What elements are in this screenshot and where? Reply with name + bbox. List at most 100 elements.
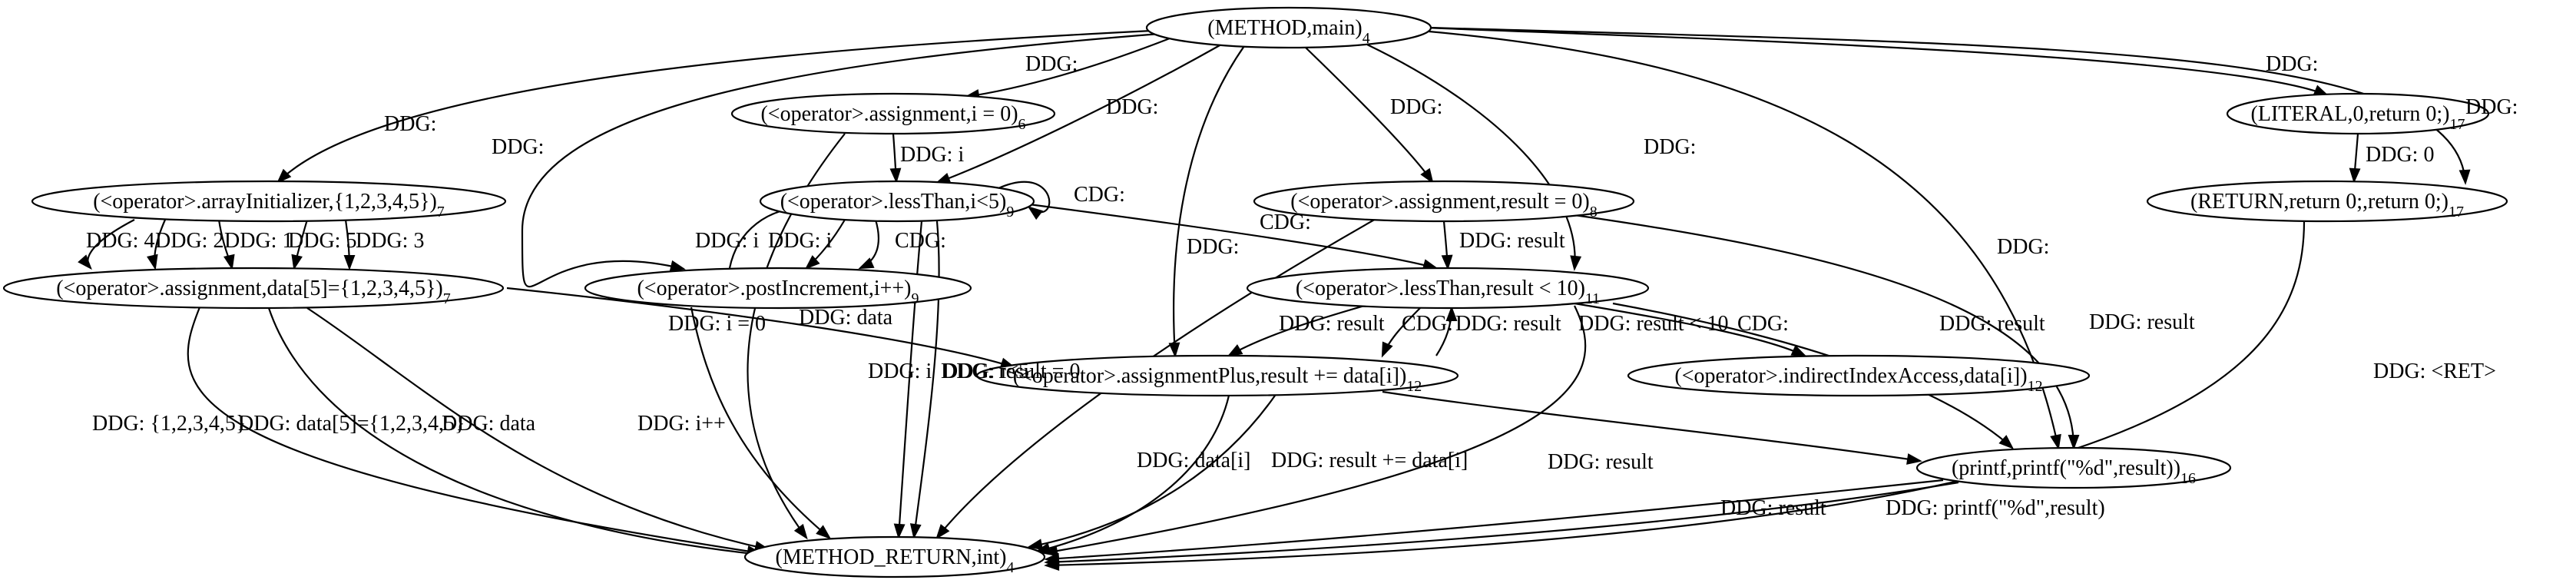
node-main: (METHOD,main)4 [1145,6,1432,49]
edge-label: DDG: result [1279,312,1385,336]
edge-arrowhead [1998,435,2015,449]
edge-label: DDG: i [768,229,832,253]
edge-label: DDG: result < 10 [1578,312,1728,336]
edge-lessthan_i-to-method_return [897,220,923,538]
node-label-text: (<operator>.assignment,result = 0) [1290,190,1590,214]
edge-main-to-assign_i [965,37,1170,98]
edge-label: DDG: [1187,235,1239,259]
node-method_return: (METHOD_RETURN,int)4 [743,535,1046,578]
edge-assign_data-to-method_return [187,307,761,555]
edge-arrowhead [804,255,820,270]
edge-label: DDG: [1390,95,1442,119]
edge-label: DDG: [1997,235,2049,259]
node-label-text: (printf,printf("%d",result)) [1952,456,2180,480]
edge-label: CDG: [1737,312,1789,336]
edge-arrowhead [816,525,832,539]
edge-printf-to-method_return [1045,481,1959,564]
edge-label: DDG: result += data[i] [1271,449,1468,472]
edge-main-to-assignplus [1173,45,1245,356]
edge-label: DDG: <RET> [2373,360,2496,383]
edge-postinc-to-method_return [690,307,830,539]
edge-label: DDG: [2465,95,2518,119]
edge-label: DDG: 3 [356,229,424,253]
edge-label: DDG: result [1939,312,2045,336]
edge-arrowhead [2458,169,2471,185]
edge-label: CDG: [1402,312,1453,336]
edge-label: DDG: i = 0 [668,312,766,336]
edge-label: CDG: [895,229,946,253]
node-ellipse [1915,446,2232,489]
edge-arrowhead [889,167,902,184]
edge-label: DDG: i [695,229,759,253]
edge-arrowhead [2068,435,2080,450]
edge-assignplus-to-printf [1382,390,1921,462]
edge-arrowhead [858,257,875,270]
node-label: (printf,printf("%d",result))16 [1952,456,2196,487]
edge-assign_data-to-method_return [306,307,769,551]
node-ellipse [1246,267,1650,310]
edge-printf-to-method_return [1045,479,1944,561]
edge-arrowhead [1790,345,1807,357]
node-label-text: (<operator>.postIncrement,i++) [637,277,911,300]
edge-lessthan_r-to-assignplus [1228,303,1368,356]
node-label-text: (RETURN,return 0;,return 0;) [2190,190,2449,214]
edge-label: DDG: 0 [2366,143,2434,167]
edge-label: DDG: [1025,52,1078,76]
edge-label: DDG: i++ [637,412,726,436]
edge-arrowhead [291,254,303,270]
edge-arrowhead [935,524,950,540]
edge-arrowhead [1227,344,1243,357]
edge-arrowhead [1441,254,1453,270]
edge-label: DDG: 4 [86,229,154,253]
edge-assign_i-to-method_return [747,133,846,539]
node-ellipse [743,535,1046,578]
node-arrayinit: (<operator>.arrayInitializer,{1,2,3,4,5}… [31,180,507,223]
edge-arrowhead [2050,433,2061,450]
edge-arrowhead [343,255,356,270]
edge-label: DDG: result [1459,229,1565,253]
edge-main-to-arrayinit [277,29,1153,183]
edge-main-to-printf [1420,29,2060,449]
edge-arrowhead [1420,167,1434,184]
edge-label: DDG: data[5]={1,2,3,4,5} [238,412,465,436]
edge-label: DDG: [2266,52,2318,76]
node-ellipse [31,180,507,223]
node-ellipse [1145,6,1432,49]
node-ellipse [2146,180,2508,223]
node-ret: (RETURN,return 0;,return 0;)17 [2146,180,2508,223]
edge-lessthan_r-to-indirect [1574,302,1806,356]
edge-labels-layer: DDG: DDG: DDG: DDG: DDG: DDG: DDG: DDG: … [86,52,2518,520]
edge-label: DDG: i<5 [942,360,1029,383]
edge-assign_result-to-method_return [936,214,1383,539]
node-label-text: (LITERAL,0,return 0;) [2251,102,2450,126]
edge-arrowhead [1906,453,1922,465]
node-label-text: (<operator>.indirectIndexAccess,data[i]) [1674,364,2027,388]
nodes-layer: (METHOD,main)4 (<operator>.assignment,i =… [2,6,2508,578]
node-indirect: (<operator>.indirectIndexAccess,data[i])… [1627,354,2091,397]
node-label: (<operator>.postIncrement,i++)9 [637,277,919,307]
edge-assignplus-to-method_return [1028,395,1276,549]
node-label: (<operator>.assignment,i = 0)6 [760,102,1025,133]
edge-lessthan_i-to-lessthan_r [1028,203,1437,270]
edge-assign_result-to-printf [1574,214,2075,449]
edge-arrowhead [1445,306,1458,321]
edge-label: DDG: data[i] [1137,449,1251,472]
edge-arrowhead [1027,539,1044,550]
edge-main-to-postinc [521,32,1161,288]
edge-arrowhead [78,254,92,270]
node-assignplus: (<operator>.assignmentPlus,result += dat… [975,354,1459,397]
node-line-number: 8 [1590,204,1598,220]
node-label-text: (METHOD,main) [1207,16,1362,40]
node-assign_result: (<operator>.assignment,result = 0)8 [1253,180,1635,223]
node-label: (RETURN,return 0;,return 0;)17 [2190,190,2464,220]
node-label: (<operator>.lessThan,i<5)9 [780,190,1015,220]
edge-label: DDG: result [2089,310,2195,334]
edge-label: CDG: [1260,210,1311,234]
node-label-text: (<operator>.assignmentPlus,result += dat… [1013,364,1407,388]
edge-arrowhead [1035,542,1051,555]
node-ellipse [759,180,1035,223]
node-label-text: (<operator>.lessThan,result < 10) [1296,277,1585,300]
node-postinc: (<operator>.postIncrement,i++)9 [584,267,972,310]
edge-assignplus-to-method_return [1036,395,1230,553]
